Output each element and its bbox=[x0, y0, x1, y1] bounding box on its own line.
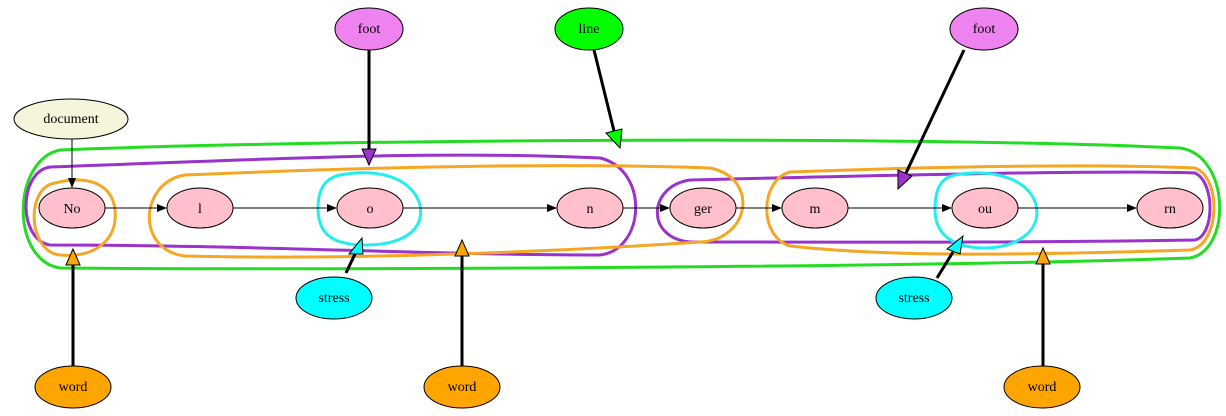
line-region bbox=[21, 138, 1221, 271]
segment-label: ger bbox=[694, 202, 712, 217]
stress-2-label: stress bbox=[898, 291, 929, 306]
foot-outline-1 bbox=[24, 153, 638, 257]
edge-line bbox=[592, 49, 616, 132]
node-foot-2: foot bbox=[949, 7, 1019, 51]
segment-label: l bbox=[198, 202, 202, 217]
segment-label: rn bbox=[1164, 202, 1176, 217]
word-3-arrowhead bbox=[1035, 246, 1051, 265]
node-stress-1: stress bbox=[295, 276, 373, 320]
word-outline-2 bbox=[147, 164, 745, 259]
word-2-label: word bbox=[448, 380, 477, 395]
segment-label: o bbox=[367, 202, 374, 217]
stress-1-label: stress bbox=[318, 291, 349, 306]
edge-foot-2 bbox=[904, 49, 966, 174]
word-3-label: word bbox=[1028, 380, 1057, 395]
line-label: line bbox=[579, 22, 600, 37]
foot-2-arrowhead bbox=[897, 169, 913, 191]
segment-node: ou bbox=[951, 187, 1019, 229]
foot-2-label: foot bbox=[973, 22, 996, 37]
segment-node: n bbox=[556, 187, 624, 229]
stress-1-arrowhead bbox=[347, 236, 364, 255]
document-label: document bbox=[43, 112, 98, 127]
stress-region-1 bbox=[316, 171, 423, 247]
segment-node: No bbox=[38, 187, 106, 229]
word-region-1 bbox=[32, 178, 117, 257]
annotation-edges bbox=[65, 49, 1051, 366]
word-1-arrowhead bbox=[65, 247, 81, 266]
segment-nodes: No l o n ger m ou rn bbox=[38, 187, 1204, 229]
word-2-arrowhead bbox=[454, 238, 470, 257]
word-region-3 bbox=[765, 164, 1216, 256]
word-region-2 bbox=[147, 164, 745, 259]
word-1-label: word bbox=[59, 380, 88, 395]
segment-node: rn bbox=[1136, 187, 1204, 229]
node-word-1: word bbox=[34, 365, 112, 409]
segment-node: ger bbox=[669, 187, 737, 229]
segment-label: No bbox=[63, 202, 80, 217]
segment-label: ou bbox=[978, 202, 992, 217]
stress-outline-1 bbox=[316, 171, 423, 247]
edge-stress-1 bbox=[344, 253, 357, 274]
foot-1-label: foot bbox=[358, 22, 381, 37]
node-foot-1: foot bbox=[334, 7, 404, 51]
node-document: document bbox=[13, 98, 129, 140]
edge-stress-2 bbox=[935, 251, 955, 279]
segment-label: m bbox=[810, 202, 821, 217]
foot-1-arrowhead bbox=[361, 148, 377, 167]
word-outline-3 bbox=[765, 164, 1216, 256]
line-arrowhead bbox=[605, 128, 623, 150]
node-word-2: word bbox=[423, 365, 501, 409]
word-outline-1 bbox=[32, 178, 117, 257]
segment-node: o bbox=[336, 187, 404, 229]
stress-outline-2 bbox=[933, 171, 1039, 250]
stress-region-2 bbox=[933, 171, 1039, 250]
node-word-3: word bbox=[1003, 365, 1081, 409]
segment-node: l bbox=[166, 187, 234, 229]
segment-node: m bbox=[781, 187, 849, 229]
foot-region-1 bbox=[24, 153, 638, 257]
stress-2-arrowhead bbox=[946, 234, 964, 255]
segment-label: n bbox=[587, 202, 594, 217]
node-stress-2: stress bbox=[875, 276, 953, 320]
line-outline bbox=[21, 138, 1221, 271]
node-line: line bbox=[554, 7, 624, 51]
